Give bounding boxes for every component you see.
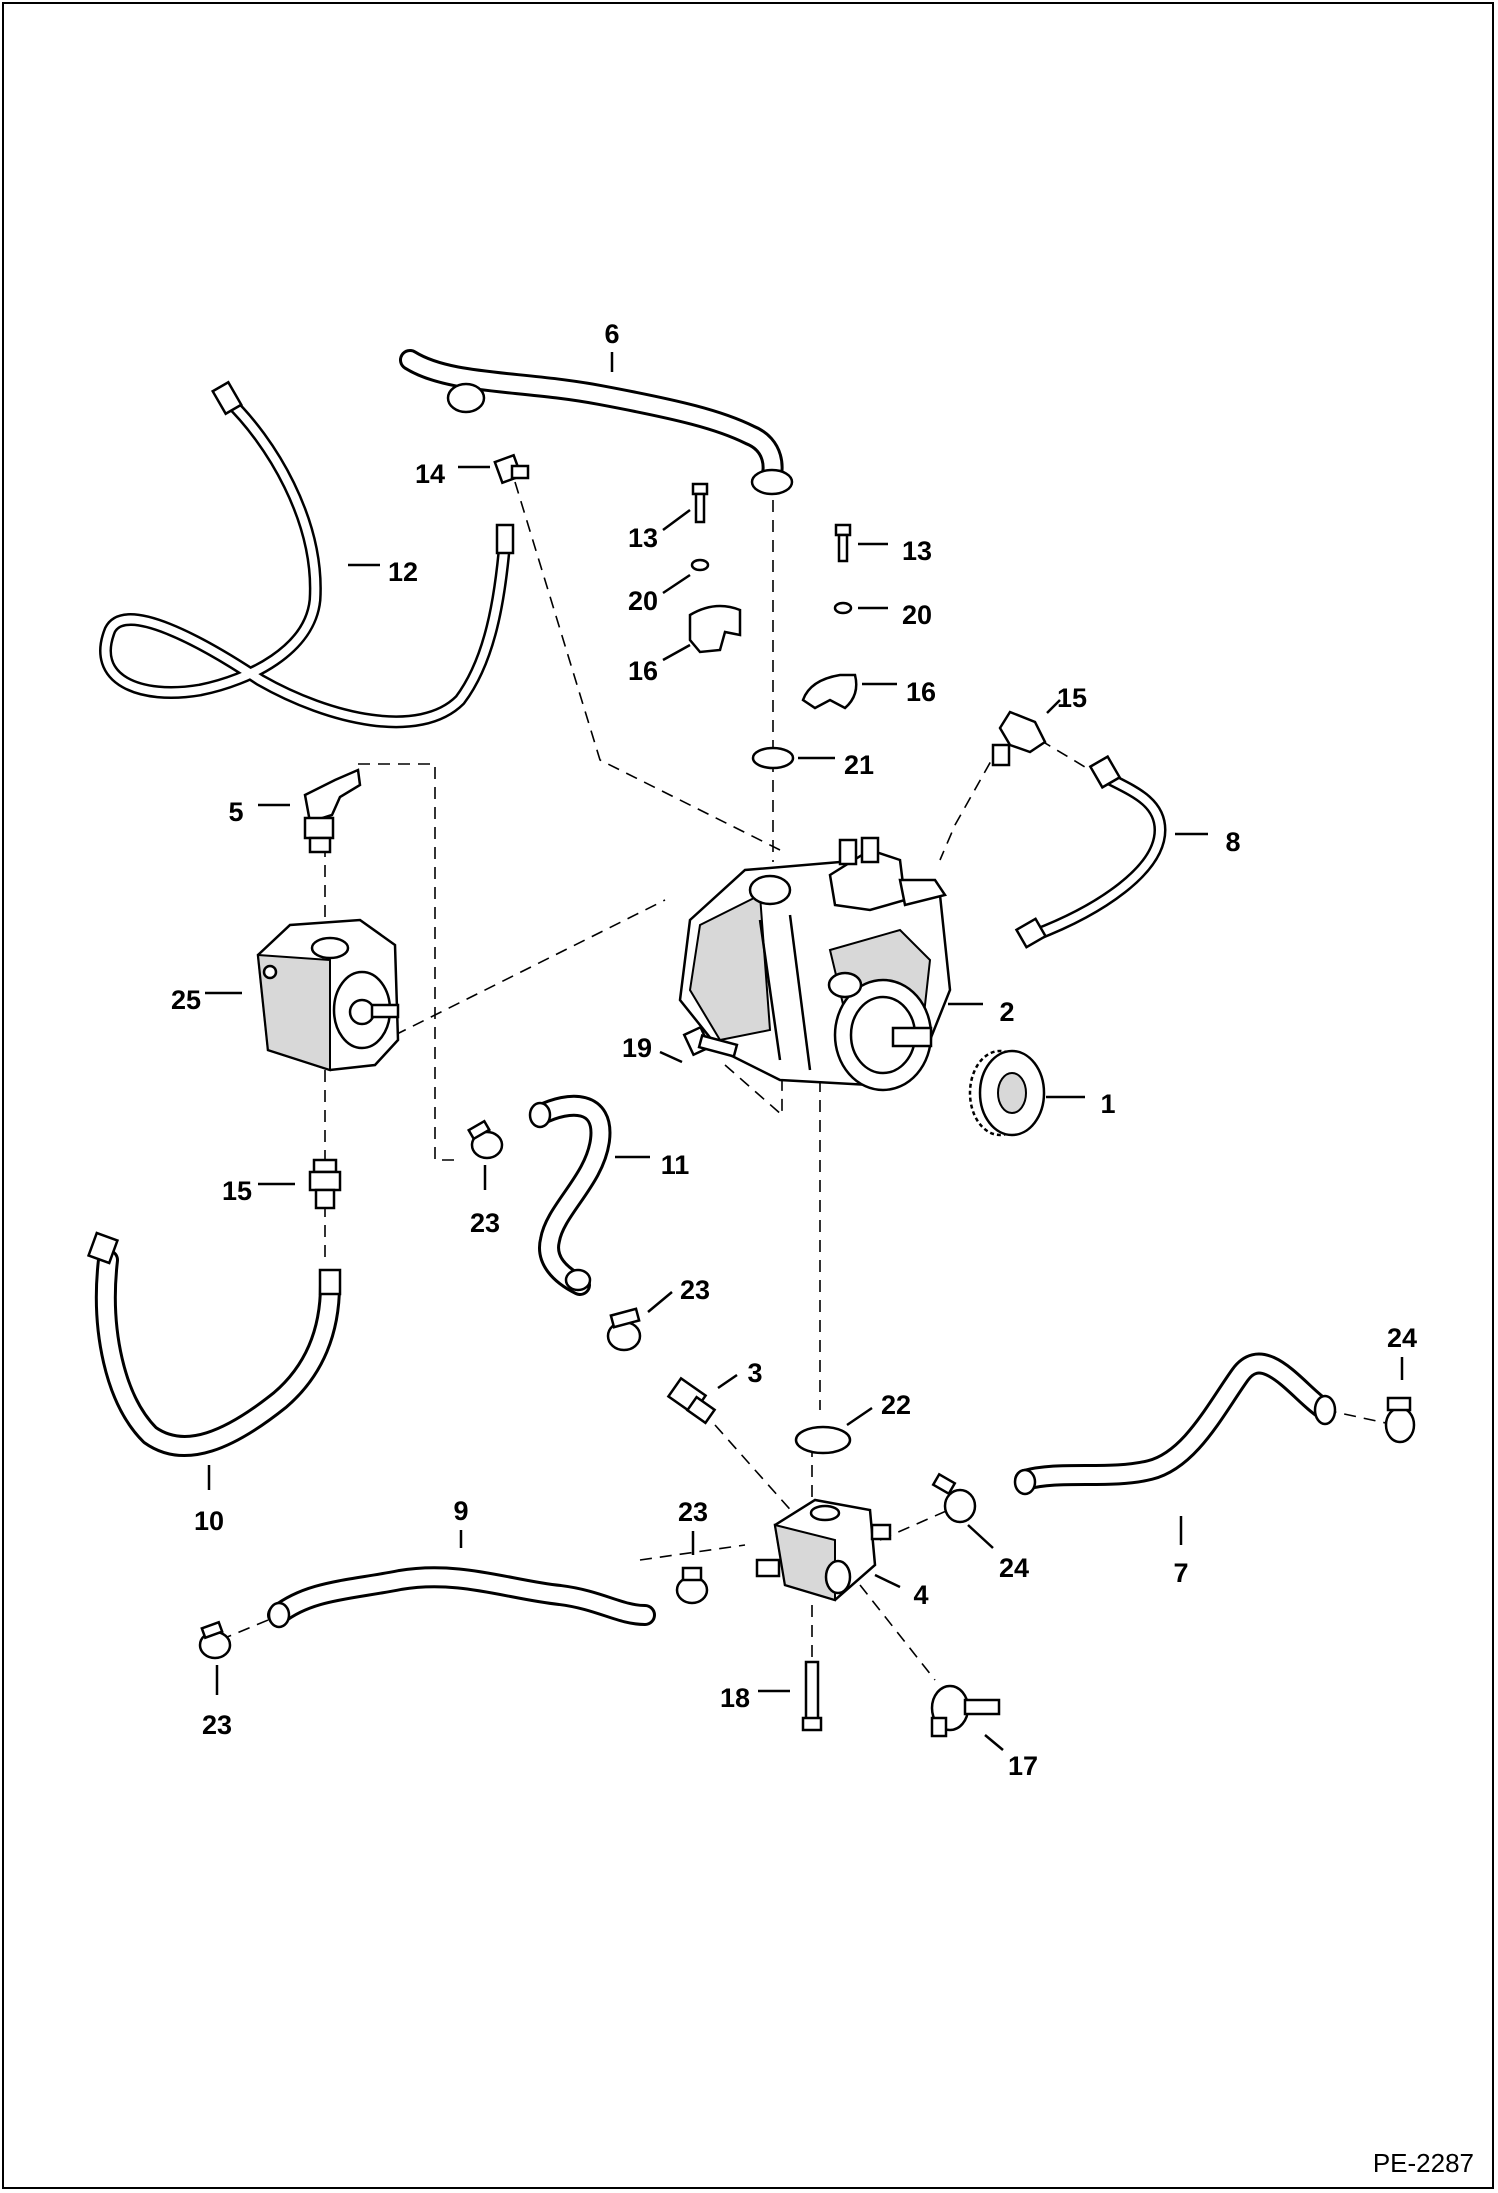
callout-c3: 3 [747,1358,762,1388]
clamp-24-a [931,1472,977,1524]
callout-c5: 5 [228,797,243,827]
clamp-23-a [466,1119,504,1160]
manifold-block-4 [755,1498,892,1602]
callout-c22: 22 [881,1390,911,1420]
callout-c6: 6 [604,319,619,349]
main-pump-2 [678,836,952,1092]
callout-c23b: 23 [680,1275,710,1305]
callout-c23c: 23 [678,1497,708,1527]
callout-c1: 1 [1100,1089,1115,1119]
fitting-14 [493,453,530,485]
callout-c2: 2 [999,997,1014,1027]
leader-lines [205,352,1404,1751]
callout-c24a: 24 [1387,1323,1417,1353]
hose-11 [528,1094,612,1296]
fitting-3 [666,1376,717,1425]
callout-c13b: 13 [902,536,932,566]
hose-10 [86,1231,342,1458]
hose-12 [99,380,515,729]
callout-c19: 19 [622,1033,652,1063]
clamp-23-b [606,1307,642,1352]
callout-c10: 10 [194,1506,224,1536]
bolt-19 [682,1025,739,1058]
callout-c8: 8 [1225,827,1240,857]
fitting-17 [930,1684,1001,1738]
callout-c11: 11 [661,1150,690,1180]
callout-c16b: 16 [906,677,936,707]
o-ring-22 [794,1425,852,1455]
callout-c24b: 24 [999,1553,1029,1583]
drawing-reference-number: PE-2287 [1372,2148,1474,2178]
callout-c7: 7 [1173,1558,1188,1588]
callout-c16a: 16 [628,656,658,686]
callout-c20a: 20 [628,586,658,616]
callout-c4: 4 [913,1580,928,1610]
hose-9 [267,1566,656,1629]
fitting-15-lower [308,1158,342,1210]
clamp-23-c [675,1566,709,1605]
callout-c15a: 15 [1057,683,1087,713]
callout-c13a: 13 [628,523,658,553]
gear-pump-25 [256,918,400,1072]
clamp-24-b [1384,1396,1416,1444]
callout-c23a: 23 [470,1208,500,1238]
bolt-18 [801,1660,823,1732]
callout-c15b: 15 [222,1176,252,1206]
callout-c25: 25 [171,985,201,1015]
clamp-hardware [688,482,858,710]
callout-c23d: 23 [202,1710,232,1740]
callout-c17: 17 [1008,1751,1038,1781]
fitting-15-upper [991,710,1047,767]
fitting-5 [303,768,362,854]
gear-1 [968,1049,1046,1137]
callout-c20b: 20 [902,600,932,630]
callout-c21: 21 [844,750,874,780]
callout-c14: 14 [415,459,445,489]
clamp-23-d [198,1620,232,1660]
hose-7 [1013,1352,1337,1496]
callout-c9: 9 [453,1496,468,1526]
hose-6 [399,349,794,496]
o-ring-21 [751,746,795,770]
callout-c12: 12 [388,557,418,587]
callout-c18: 18 [720,1683,750,1713]
hose-8 [1014,754,1167,949]
